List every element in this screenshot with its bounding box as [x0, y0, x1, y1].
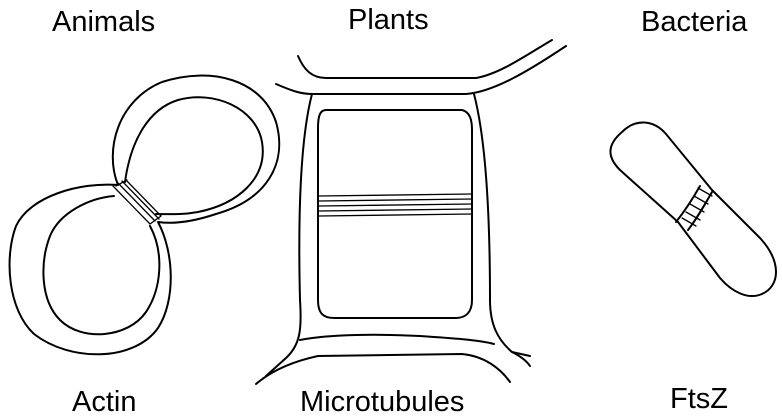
bacterium-outline: [610, 122, 776, 296]
plant-cell: [256, 40, 566, 384]
plant-bottom-wall-outer: [256, 354, 510, 384]
bacterium-constriction-2: [688, 192, 712, 230]
animal-cell-upper-inner: [125, 97, 263, 214]
plants-label: Plants: [348, 6, 429, 35]
ftsz-label: FtsZ: [670, 385, 728, 414]
microtubule-cell-plate: [319, 194, 472, 216]
microtubules-label: Microtubules: [300, 388, 464, 417]
bacteria-label: Bacteria: [641, 8, 747, 37]
animals-label: Animals: [52, 8, 155, 37]
actin-label: Actin: [72, 388, 136, 417]
plant-right-wall: [474, 94, 530, 356]
plant-left-wall: [266, 94, 312, 376]
animal-cell-lower-inner: [43, 196, 159, 334]
animal-cell-outer-membrane: [10, 76, 280, 355]
plant-bottom-wall: [300, 335, 494, 344]
bacterium: [610, 122, 776, 296]
plant-top-wall: [298, 40, 552, 78]
actin-ring: [113, 180, 161, 224]
animal-cell: [10, 76, 280, 355]
plant-top-wall-inner: [276, 46, 566, 94]
